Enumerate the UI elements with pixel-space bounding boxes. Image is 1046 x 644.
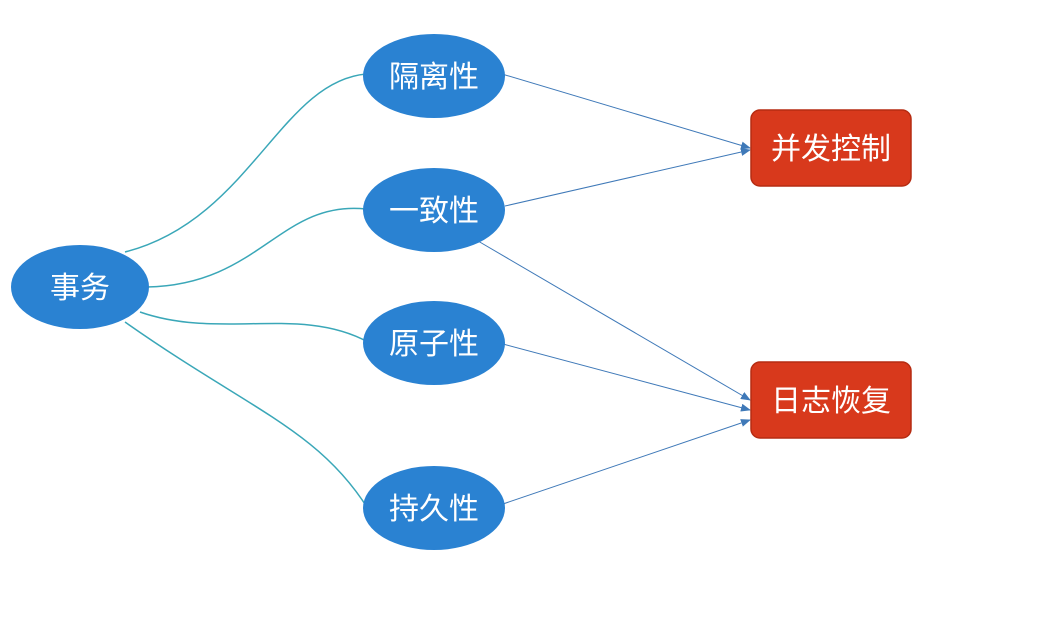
edge-isolation-concurrency [501, 73, 751, 150]
edge-transaction-isolation [124, 73, 367, 253]
edge-consistency-log [477, 240, 751, 401]
node-transaction-label: 事务 [50, 271, 110, 306]
node-atomicity: 原子性 [363, 301, 505, 385]
edge-atomicity-log [502, 343, 751, 412]
node-durability: 持久性 [363, 466, 505, 550]
edge-transaction-durability [124, 321, 371, 513]
edge-consistency-concurrency [504, 148, 751, 207]
node-concurrency-control: 并发控制 [750, 109, 912, 187]
node-isolation-label: 隔离性 [389, 60, 479, 95]
node-consistency: 一致性 [363, 168, 505, 252]
node-log-recovery: 日志恢复 [750, 361, 912, 439]
node-atomicity-label: 原子性 [389, 327, 479, 362]
node-isolation: 隔离性 [363, 34, 505, 118]
edge-durability-log [499, 419, 751, 506]
node-durability-label: 持久性 [389, 492, 479, 527]
edge-transaction-consistency [146, 207, 367, 288]
node-consistency-label: 一致性 [389, 194, 479, 229]
node-transaction: 事务 [11, 245, 149, 329]
edge-transaction-atomicity [139, 311, 369, 343]
node-concurrency-control-label: 并发控制 [771, 132, 891, 167]
node-log-recovery-label: 日志恢复 [771, 384, 891, 419]
